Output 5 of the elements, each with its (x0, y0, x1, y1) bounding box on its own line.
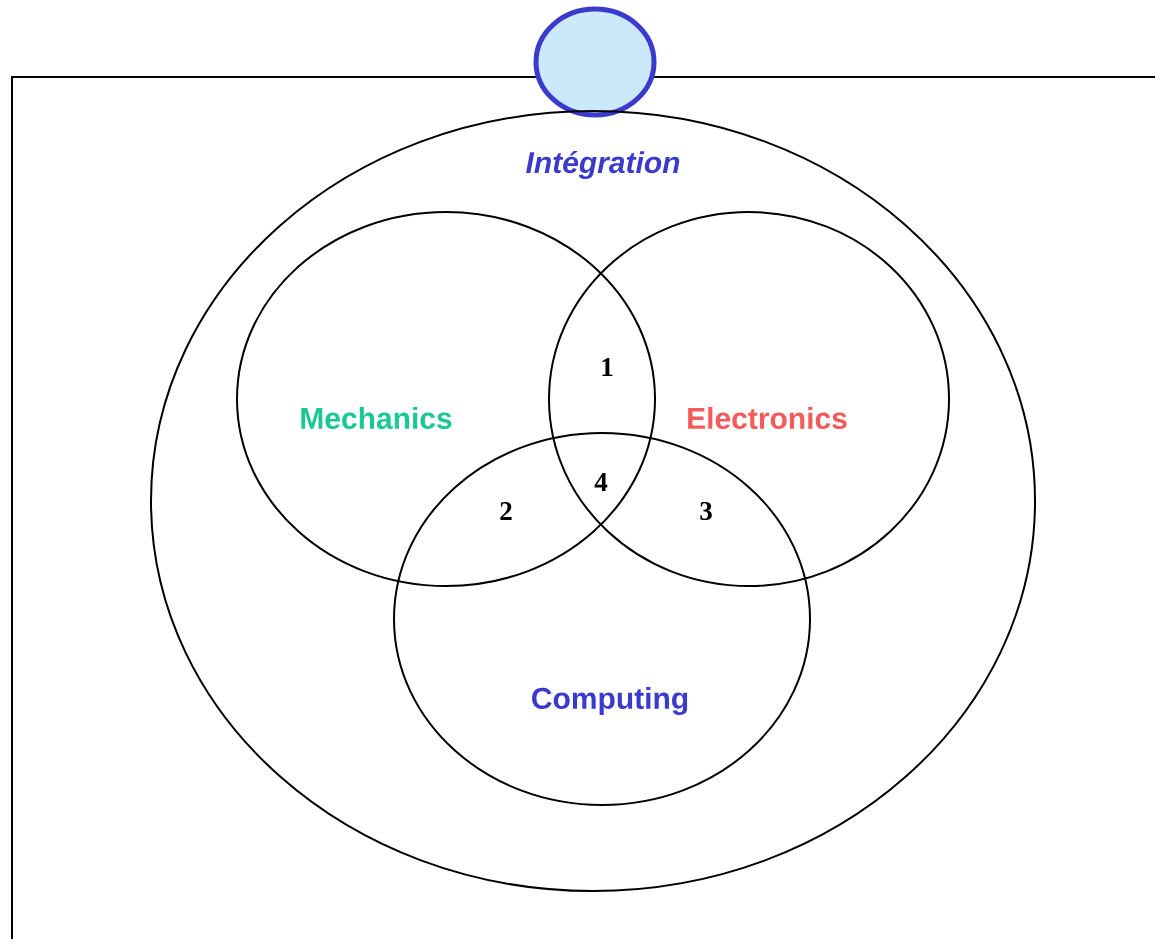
region-number: 3 (700, 501, 712, 521)
region-number: 4 (594, 473, 608, 491)
region-number: 2 (500, 502, 512, 520)
region-number: 1 (602, 358, 613, 376)
small-oval (533, 6, 657, 118)
